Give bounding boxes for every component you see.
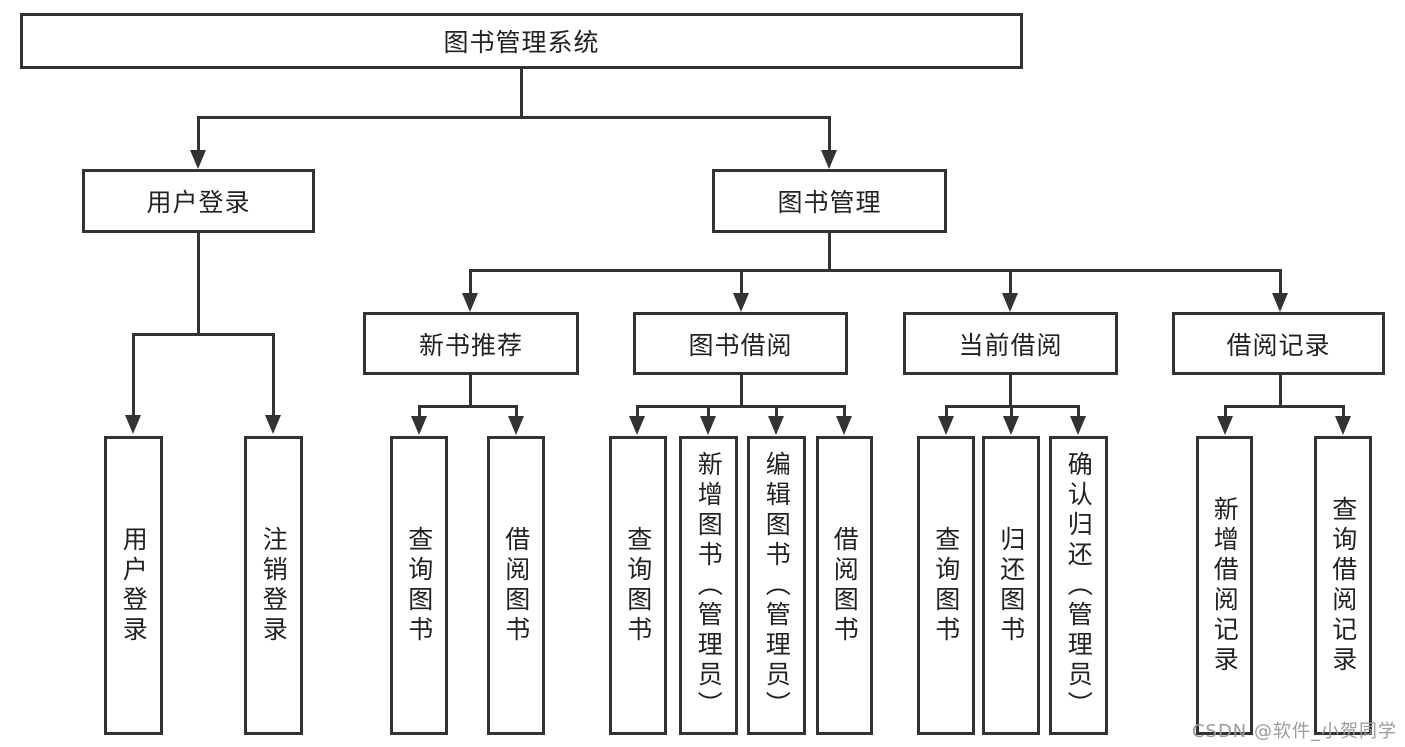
node-root-label: 图书管理系统 — [443, 28, 600, 57]
node-root: 图书管理系统 — [20, 13, 1023, 69]
connector-borrow-record-split — [1224, 405, 1345, 408]
node-user-login: 用户登录 — [82, 169, 315, 233]
leaf-label: 借阅图书 — [501, 525, 531, 646]
connector-to-borrow-record — [1279, 269, 1282, 295]
arrow-down-icon — [125, 415, 141, 434]
arrow-down-icon — [700, 416, 716, 435]
connector-user-login-split — [132, 333, 275, 336]
leaf-label: 编辑图书（管理员） — [762, 450, 792, 721]
arrow-down-icon — [1272, 293, 1288, 312]
arrow-down-icon — [938, 416, 954, 435]
connector-to-leaf — [132, 333, 135, 416]
connector-book-mgmt-stem — [828, 233, 831, 271]
connector-to-user-login — [197, 116, 200, 151]
connector-to-leaf — [707, 405, 710, 417]
arrow-down-icon — [836, 416, 852, 435]
leaf-label: 归还图书 — [996, 525, 1026, 646]
connector-book-borrow-split — [636, 405, 846, 408]
connector-to-leaf — [272, 333, 275, 416]
connector-to-current-borrow — [1009, 269, 1012, 295]
connector-to-leaf — [1224, 405, 1227, 417]
node-book-borrow: 图书借阅 — [633, 312, 848, 375]
arrow-down-icon — [768, 416, 784, 435]
arrow-down-icon — [1070, 416, 1086, 435]
connector-to-book-management — [828, 116, 831, 151]
node-leaf-query-book-3: 查询图书 — [917, 436, 975, 735]
connector-new-book-stem — [469, 375, 472, 407]
node-leaf-return-book: 归还图书 — [982, 436, 1040, 735]
node-leaf-logout: 注销登录 — [244, 436, 303, 735]
arrow-down-icon — [733, 293, 749, 312]
connector-to-leaf — [418, 405, 421, 417]
node-borrow-record-label: 借阅记录 — [1226, 330, 1331, 360]
node-leaf-borrow-book-2: 借阅图书 — [816, 436, 873, 735]
node-leaf-confirm-return-admin: 确认归还（管理员） — [1049, 436, 1108, 735]
node-leaf-query-book-2: 查询图书 — [609, 436, 667, 735]
connector-root-stem — [520, 69, 523, 117]
arrow-down-icon — [1217, 416, 1233, 435]
connector-to-leaf — [775, 405, 778, 417]
connector-to-leaf — [1010, 405, 1013, 417]
leaf-label: 新增借阅记录 — [1210, 495, 1240, 676]
node-book-borrow-label: 图书借阅 — [688, 330, 793, 360]
node-book-management-label: 图书管理 — [777, 188, 882, 217]
csdn-watermark: CSDN @软件_小贺同学 — [1191, 721, 1397, 742]
arrow-down-icon — [190, 150, 206, 169]
leaf-label: 查询图书 — [404, 525, 434, 646]
node-current-borrow: 当前借阅 — [903, 312, 1118, 375]
connector-to-leaf — [515, 405, 518, 417]
arrow-down-icon — [1335, 416, 1351, 435]
arrow-down-icon — [1003, 416, 1019, 435]
node-borrow-record: 借阅记录 — [1172, 312, 1385, 375]
arrow-down-icon — [508, 416, 524, 435]
connector-to-leaf — [636, 405, 639, 417]
node-user-login-label: 用户登录 — [146, 188, 251, 217]
leaf-label: 查询借阅记录 — [1328, 495, 1358, 676]
node-leaf-add-book-admin: 新增图书（管理员） — [679, 436, 738, 735]
connector-new-book-split — [418, 405, 518, 408]
arrow-down-icon — [462, 293, 478, 312]
connector-to-leaf — [843, 405, 846, 417]
connector-to-leaf — [1077, 405, 1080, 417]
connector-to-leaf — [945, 405, 948, 417]
arrow-down-icon — [821, 150, 837, 169]
arrow-down-icon — [411, 416, 427, 435]
leaf-label: 借阅图书 — [830, 525, 860, 646]
node-new-book-recommend: 新书推荐 — [363, 312, 579, 375]
node-leaf-add-borrow-record: 新增借阅记录 — [1196, 436, 1253, 735]
node-current-borrow-label: 当前借阅 — [958, 330, 1063, 360]
arrow-down-icon — [1002, 293, 1018, 312]
connector-book-borrow-stem — [740, 375, 743, 407]
connector-user-login-stem — [197, 233, 200, 335]
connector-current-borrow-stem — [1009, 375, 1012, 407]
connector-to-leaf — [1342, 405, 1345, 417]
node-leaf-edit-book-admin: 编辑图书（管理员） — [747, 436, 806, 735]
arrow-down-icon — [265, 415, 281, 434]
connector-to-new-book — [469, 269, 472, 295]
node-new-book-recommend-label: 新书推荐 — [418, 330, 523, 360]
arrow-down-icon — [629, 416, 645, 435]
connector-book-mgmt-split — [469, 269, 1282, 272]
node-book-management: 图书管理 — [712, 169, 947, 233]
connector-borrow-record-stem — [1279, 375, 1282, 407]
connector-root-split — [197, 116, 831, 119]
leaf-label: 查询图书 — [623, 525, 653, 646]
node-leaf-query-borrow-record: 查询借阅记录 — [1314, 436, 1372, 735]
leaf-label: 确认归还（管理员） — [1064, 450, 1094, 721]
node-leaf-query-book-1: 查询图书 — [390, 436, 448, 735]
node-leaf-borrow-book-1: 借阅图书 — [487, 436, 545, 735]
connector-to-book-borrow — [740, 269, 743, 295]
leaf-label: 查询图书 — [931, 525, 961, 646]
leaf-label: 用户登录 — [119, 525, 149, 646]
leaf-label: 注销登录 — [259, 525, 289, 646]
node-leaf-user-login: 用户登录 — [104, 436, 163, 735]
leaf-label: 新增图书（管理员） — [694, 450, 724, 721]
